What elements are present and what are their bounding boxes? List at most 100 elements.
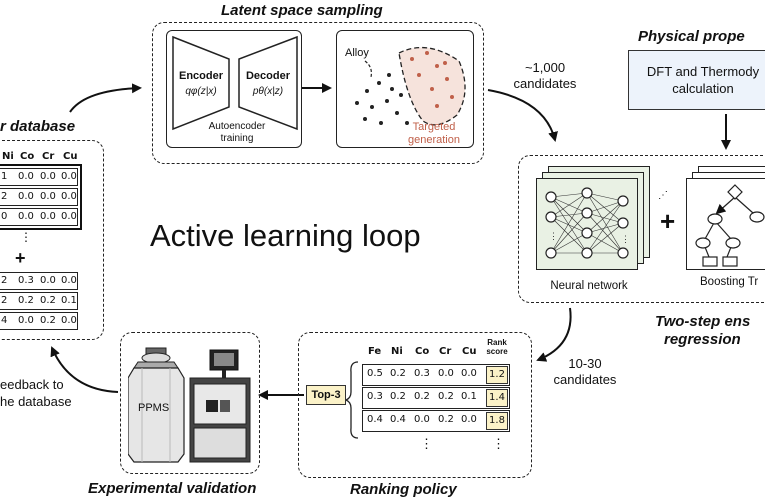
- ranking-cell: 0.4: [390, 414, 406, 425]
- database-cell: 2: [1, 191, 8, 202]
- database-header-row: Ni Co Cr Cu: [0, 148, 80, 164]
- dft-box: DFT and Thermody calculation: [628, 50, 765, 110]
- ranking-cell: 0.0: [461, 414, 477, 425]
- ranking-cell: 0.2: [390, 368, 406, 379]
- database-header-co: Co: [20, 151, 35, 162]
- database-header-cu: Cu: [63, 151, 78, 162]
- latent-space-box: Alloy Targeted generation: [336, 30, 474, 148]
- database-stage-box: [0, 140, 104, 340]
- neural-network-label-text: Neural network: [550, 280, 628, 292]
- database-cell: 2: [1, 275, 8, 286]
- database-cell: 0.0: [61, 191, 77, 202]
- ppms-label: PPMS: [138, 402, 170, 414]
- candidates-1000-line2: candidates: [513, 76, 577, 91]
- encoder-label: Encoder: [178, 70, 223, 82]
- nn-ellipsis-icon: ⋰: [658, 190, 668, 201]
- feedback-line2: he database: [0, 394, 72, 409]
- ranking-stage-title: Ranking policy: [350, 481, 457, 498]
- ppms-instrument-icon: [128, 347, 251, 463]
- database-stage-title: r database: [0, 118, 76, 135]
- database-row: 2 0.0 0.0 0.0: [0, 188, 78, 206]
- database-cell: 0.0: [18, 191, 34, 202]
- encoder-equation: qφ(z|x): [185, 86, 217, 97]
- database-ellipsis: ⋮: [20, 230, 32, 244]
- database-cell: 0.0: [61, 211, 77, 222]
- ranking-header-fe: Fe: [368, 346, 382, 357]
- ranking-cell: 0.0: [461, 368, 477, 379]
- database-cell: 0.3: [18, 275, 34, 286]
- ranking-header-cr: Cr: [439, 346, 452, 357]
- feedback-label: eedback to he database: [0, 376, 72, 410]
- ranking-cell: 0.4: [367, 414, 383, 425]
- latent-space-scatter: [355, 47, 466, 126]
- ranking-ellipsis-1: ⋮: [420, 436, 433, 451]
- ranking-cell: 0.2: [438, 391, 454, 402]
- ranking-header-rank-score: Rank score: [486, 338, 508, 356]
- autoencoder-box: Encoder qφ(z|x) Decoder pθ(x|z) Autoenco…: [166, 30, 302, 148]
- candidates-1000-label: ~1,000 candidates: [505, 60, 585, 92]
- database-cell: 0.0: [18, 315, 34, 326]
- database-row: 2 0.3 0.0 0.0: [0, 272, 78, 290]
- feedback-line1: eedback to: [0, 377, 64, 392]
- boosting-tree-label: Boosting Tr: [700, 276, 759, 288]
- loop-title: Active learning loop: [150, 218, 421, 253]
- alloy-label: Alloy: [345, 47, 369, 59]
- ranking-cell: 0.2: [390, 391, 406, 402]
- database-cell: 1: [1, 171, 8, 182]
- ranking-cell: 0.2: [414, 391, 430, 402]
- ranking-cell: 0.1: [461, 391, 477, 402]
- svg-text:⋮: ⋮: [621, 234, 630, 244]
- database-cell: 0.2: [40, 295, 56, 306]
- database-row: 2 0.2 0.2 0.1: [0, 292, 78, 310]
- ranking-row: 0.4 0.4 0.0 0.2 0.0: [362, 410, 510, 432]
- experimental-stage-title: Experimental validation: [88, 480, 257, 497]
- ranking-header-co: Co: [415, 346, 430, 357]
- database-header-cr: Cr: [42, 151, 55, 162]
- neural-network-label: Neural network: [536, 276, 642, 294]
- decoder-label: Decoder: [245, 70, 291, 82]
- arrow-experimental-to-database: [50, 346, 119, 393]
- candidates-10-30-line1: 10-30: [568, 356, 602, 371]
- database-cell: 0: [1, 211, 8, 222]
- dft-box-text: DFT and Thermody calculation: [646, 64, 760, 96]
- ranking-header-row: Fe Ni Co Cr Cu Rank score: [362, 338, 522, 358]
- ensemble-plus-icon: +: [660, 206, 676, 236]
- database-cell: 0.2: [40, 315, 56, 326]
- ranking-cell: 0.0: [414, 414, 430, 425]
- database-cell: 0.0: [40, 191, 56, 202]
- boosting-tree-graph: [695, 184, 765, 267]
- ensemble-stage-box: [518, 155, 765, 303]
- database-cell: 0.0: [61, 275, 77, 286]
- ranking-cell: 0.3: [414, 368, 430, 379]
- rank-score-cell: 1.8: [486, 412, 508, 430]
- ranking-cell: 0.0: [438, 368, 454, 379]
- rank-score-cell: 1.2: [486, 366, 508, 384]
- autoencoder-training-label: Autoencoder training: [208, 121, 266, 144]
- database-plus-icon: +: [15, 248, 26, 268]
- ranking-header-ni: Ni: [391, 346, 403, 357]
- rank-score-cell: 1.4: [486, 389, 508, 407]
- database-cell: 0.0: [61, 171, 77, 182]
- database-cell: 4: [1, 315, 8, 326]
- database-row: 0 0.0 0.0 0.0: [0, 208, 78, 226]
- database-row: 1 0.0 0.0 0.0: [0, 168, 78, 186]
- database-cell: 0.1: [61, 295, 77, 306]
- database-row: 4 0.0 0.2 0.0: [0, 312, 78, 330]
- database-cell: 0.0: [40, 171, 56, 182]
- database-header-ni: Ni: [2, 151, 14, 162]
- physical-stage-title: Physical prope: [638, 28, 745, 45]
- database-cell: 0.2: [18, 295, 34, 306]
- svg-text:⋮: ⋮: [549, 231, 558, 241]
- database-cell: 0.0: [18, 211, 34, 222]
- targeted-generation-label: Targeted generation: [408, 121, 460, 146]
- arrow-latent-to-ensemble: [487, 89, 558, 142]
- experimental-stage-box: [120, 332, 260, 474]
- database-cell: 0.0: [61, 315, 77, 326]
- ranking-row: 0.5 0.2 0.3 0.0 0.0: [362, 364, 510, 386]
- ranking-cell: 0.2: [438, 414, 454, 425]
- candidates-1000-line1: ~1,000: [524, 60, 566, 75]
- latent-stage-title: Latent space sampling: [221, 2, 383, 19]
- ranking-cell: 0.3: [367, 391, 383, 402]
- database-top-table: [0, 164, 82, 230]
